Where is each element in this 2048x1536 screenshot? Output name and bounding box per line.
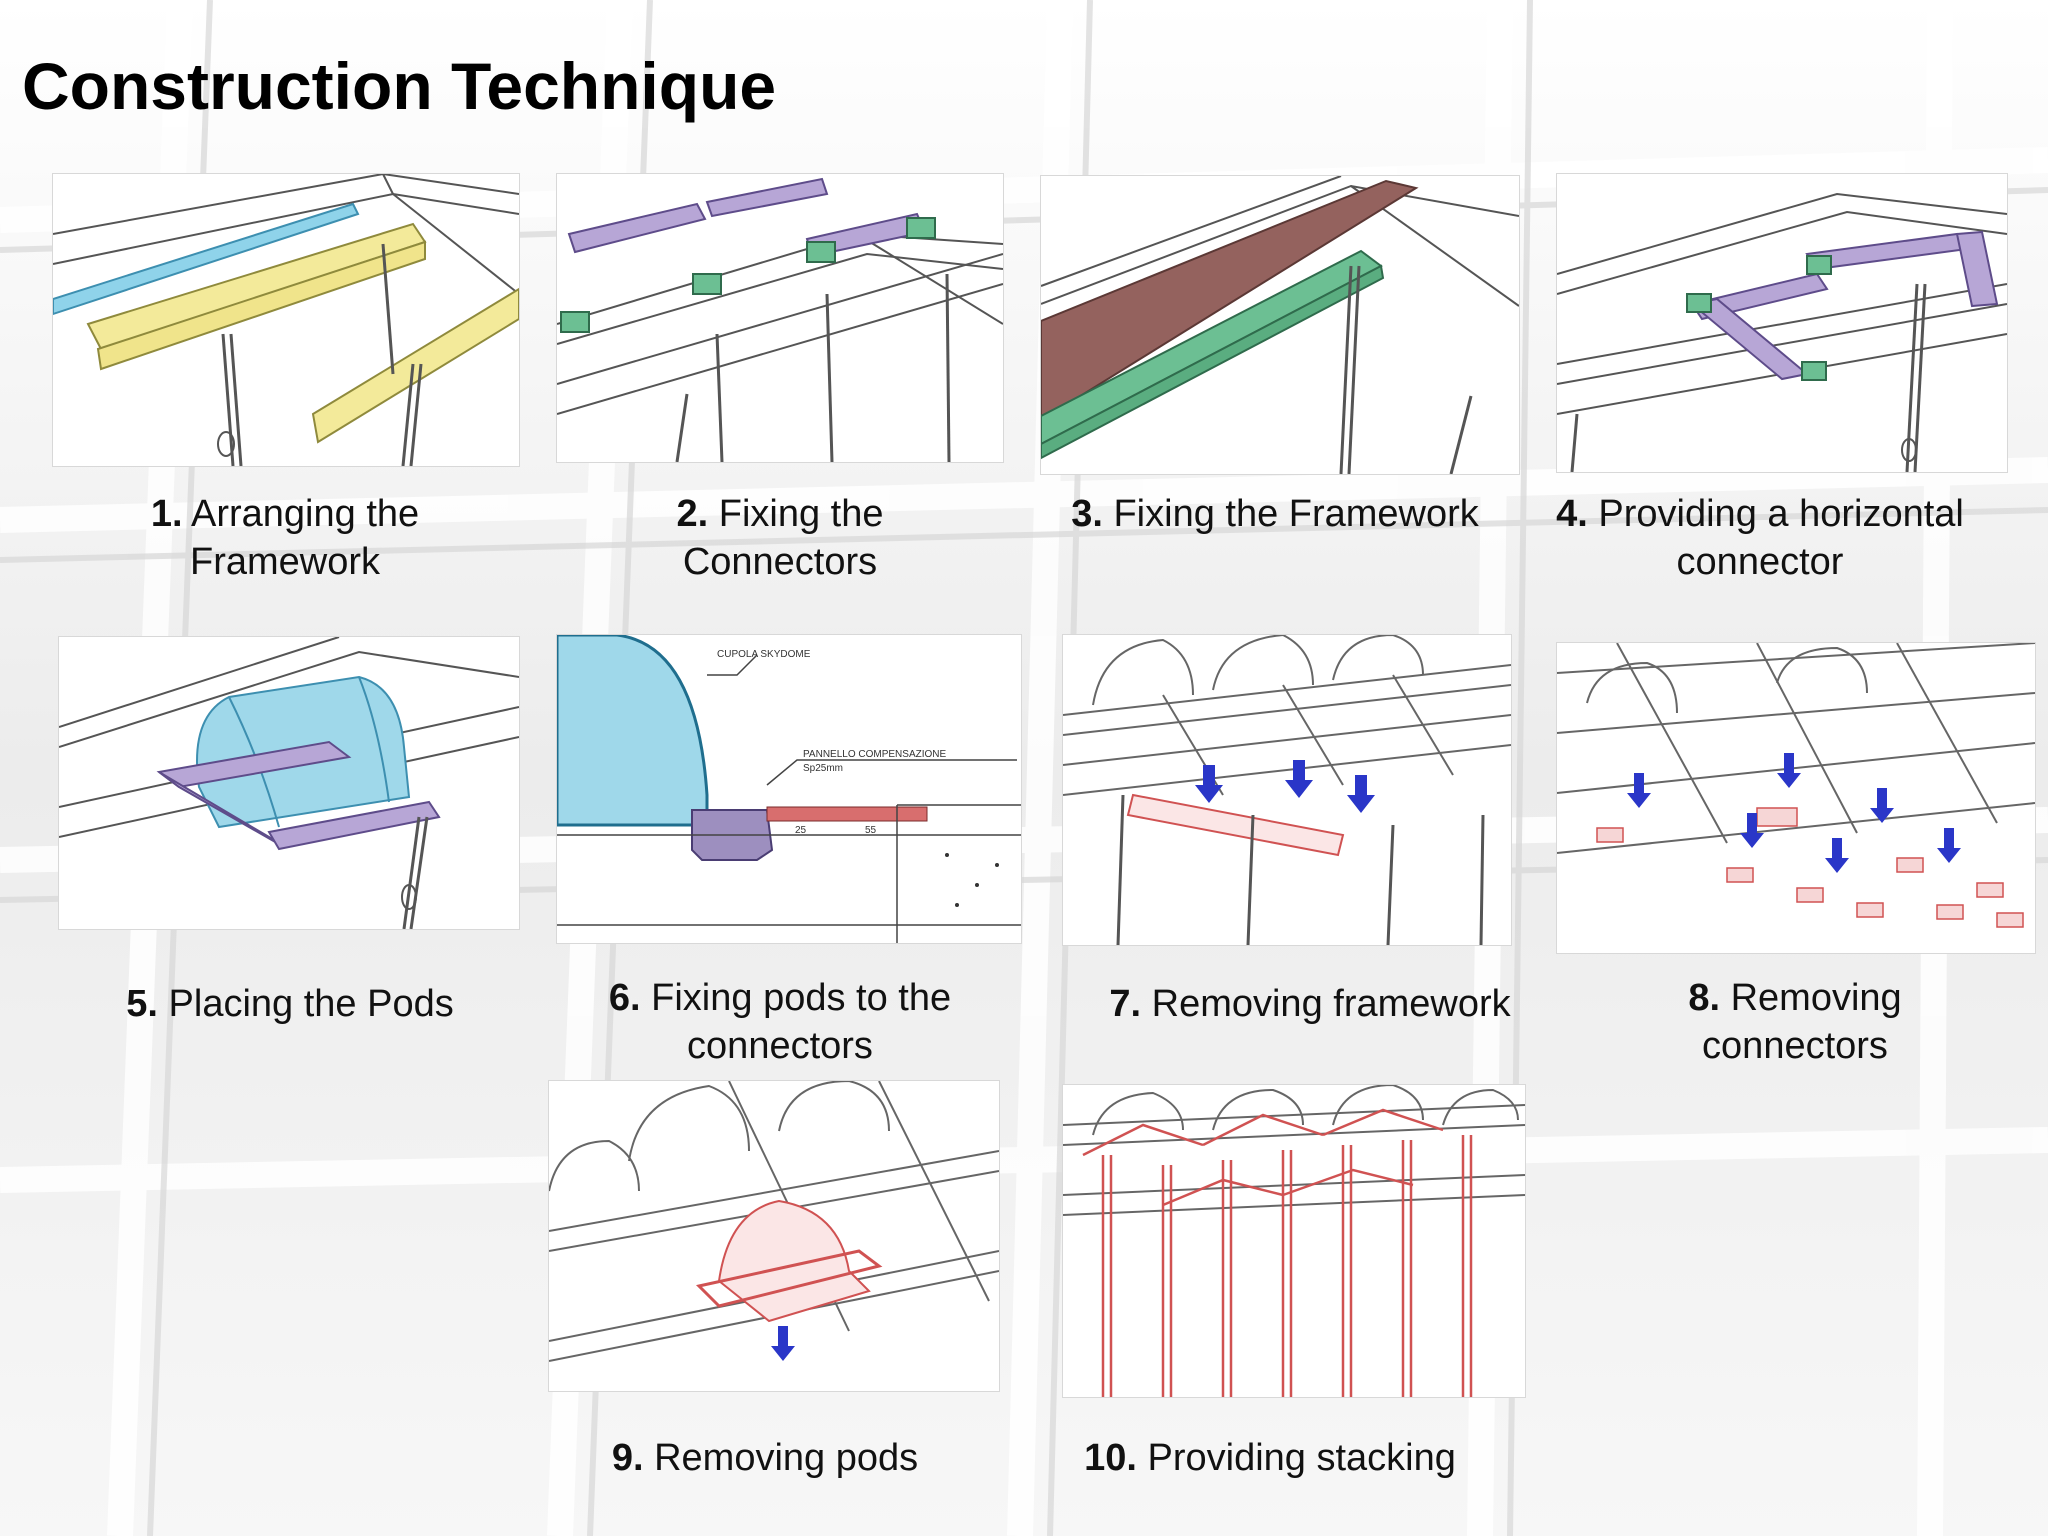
step-6-number: 6.	[608, 977, 641, 1019]
step-7-text-line1: Removing framework	[1151, 983, 1511, 1025]
step-4-caption: 4. Providing a horizontal connector	[1530, 490, 1990, 586]
step-4-text-line1: Providing a horizontal	[1598, 493, 1964, 535]
dim-b-label: 55	[865, 825, 877, 836]
step-7-drawing	[1062, 634, 1512, 946]
step-5-drawing	[58, 636, 520, 930]
step-5-text-line1: Placing the Pods	[168, 983, 454, 1025]
slide-title: Construction Technique	[22, 49, 777, 123]
step-2-text-line2: Connectors	[682, 541, 878, 583]
step-9-caption: 9. Removing pods	[580, 1434, 950, 1482]
step-4-text-line2: connector	[1676, 541, 1844, 583]
dome-label: CUPOLA SKYDOME	[717, 649, 811, 660]
step-3-number: 3.	[1071, 493, 1103, 535]
step-5-caption: 5. Placing the Pods	[100, 980, 480, 1028]
step-9-text-line1: Removing pods	[654, 1437, 919, 1479]
pod-connector-section-illustration: CUPOLA SKYDOME PANNELLO COMPENSAZIONE Sp…	[557, 635, 1021, 943]
dim-a-label: 25	[795, 825, 807, 836]
step-10-number: 10.	[1084, 1437, 1137, 1479]
step-8-number: 8.	[1688, 977, 1721, 1019]
step-7-caption: 7. Removing framework	[1090, 980, 1530, 1028]
stacking-illustration	[1063, 1085, 1525, 1397]
step-8-drawing	[1556, 642, 2036, 954]
step-3-text-line1: Fixing the Framework	[1113, 493, 1479, 535]
connector-removal-illustration	[1557, 643, 2035, 928]
step-1-caption: 1. Arranging the Framework	[110, 490, 460, 586]
framework-fixing-illustration	[1041, 176, 1519, 474]
step-8-caption: 8. Removing connectors	[1630, 974, 1960, 1070]
panel-size-label: Sp25mm	[803, 763, 843, 774]
horizontal-connector-illustration	[1557, 192, 2007, 472]
step-2-caption: 2. Fixing the Connectors	[600, 490, 960, 586]
step-10-caption: 10. Providing stacking	[1060, 1434, 1480, 1482]
step-6-drawing: CUPOLA SKYDOME PANNELLO COMPENSAZIONE Sp…	[556, 634, 1022, 944]
panel-label: PANNELLO COMPENSAZIONE	[803, 749, 947, 760]
step-1-drawing	[52, 173, 520, 467]
step-1-number: 1.	[150, 493, 183, 535]
step-1-text-line2: Framework	[189, 541, 381, 583]
step-5-number: 5.	[126, 983, 158, 1025]
step-9-drawing	[548, 1080, 1000, 1392]
step-2-text-line1: Fixing the	[718, 493, 884, 535]
step-10-drawing	[1062, 1084, 1526, 1398]
connectors-fixing-illustration	[557, 177, 1003, 462]
step-4-drawing	[1556, 173, 2008, 473]
framework-removal-illustration	[1063, 635, 1511, 945]
step-8-text-line2: connectors	[1702, 1025, 1888, 1067]
step-8-text-line1: Removing	[1730, 977, 1902, 1019]
step-6-text-line2: connectors	[687, 1025, 873, 1067]
pod-placing-illustration	[59, 637, 519, 929]
step-4-number: 4.	[1556, 493, 1588, 535]
step-10-text-line1: Providing stacking	[1147, 1437, 1456, 1479]
step-6-text-line1: Fixing pods to the	[651, 977, 952, 1019]
step-2-number: 2.	[676, 493, 709, 535]
step-9-number: 9.	[611, 1437, 644, 1479]
step-6-caption: 6. Fixing pods to the connectors	[580, 974, 980, 1070]
pod-removal-illustration	[549, 1081, 999, 1362]
step-3-drawing	[1040, 175, 1520, 475]
step-2-drawing	[556, 173, 1004, 463]
step-7-number: 7.	[1109, 983, 1142, 1025]
step-1-text-line1: Arranging the	[191, 493, 420, 535]
framework-arrangement-illustration	[53, 174, 519, 466]
step-3-caption: 3. Fixing the Framework	[1045, 490, 1505, 538]
